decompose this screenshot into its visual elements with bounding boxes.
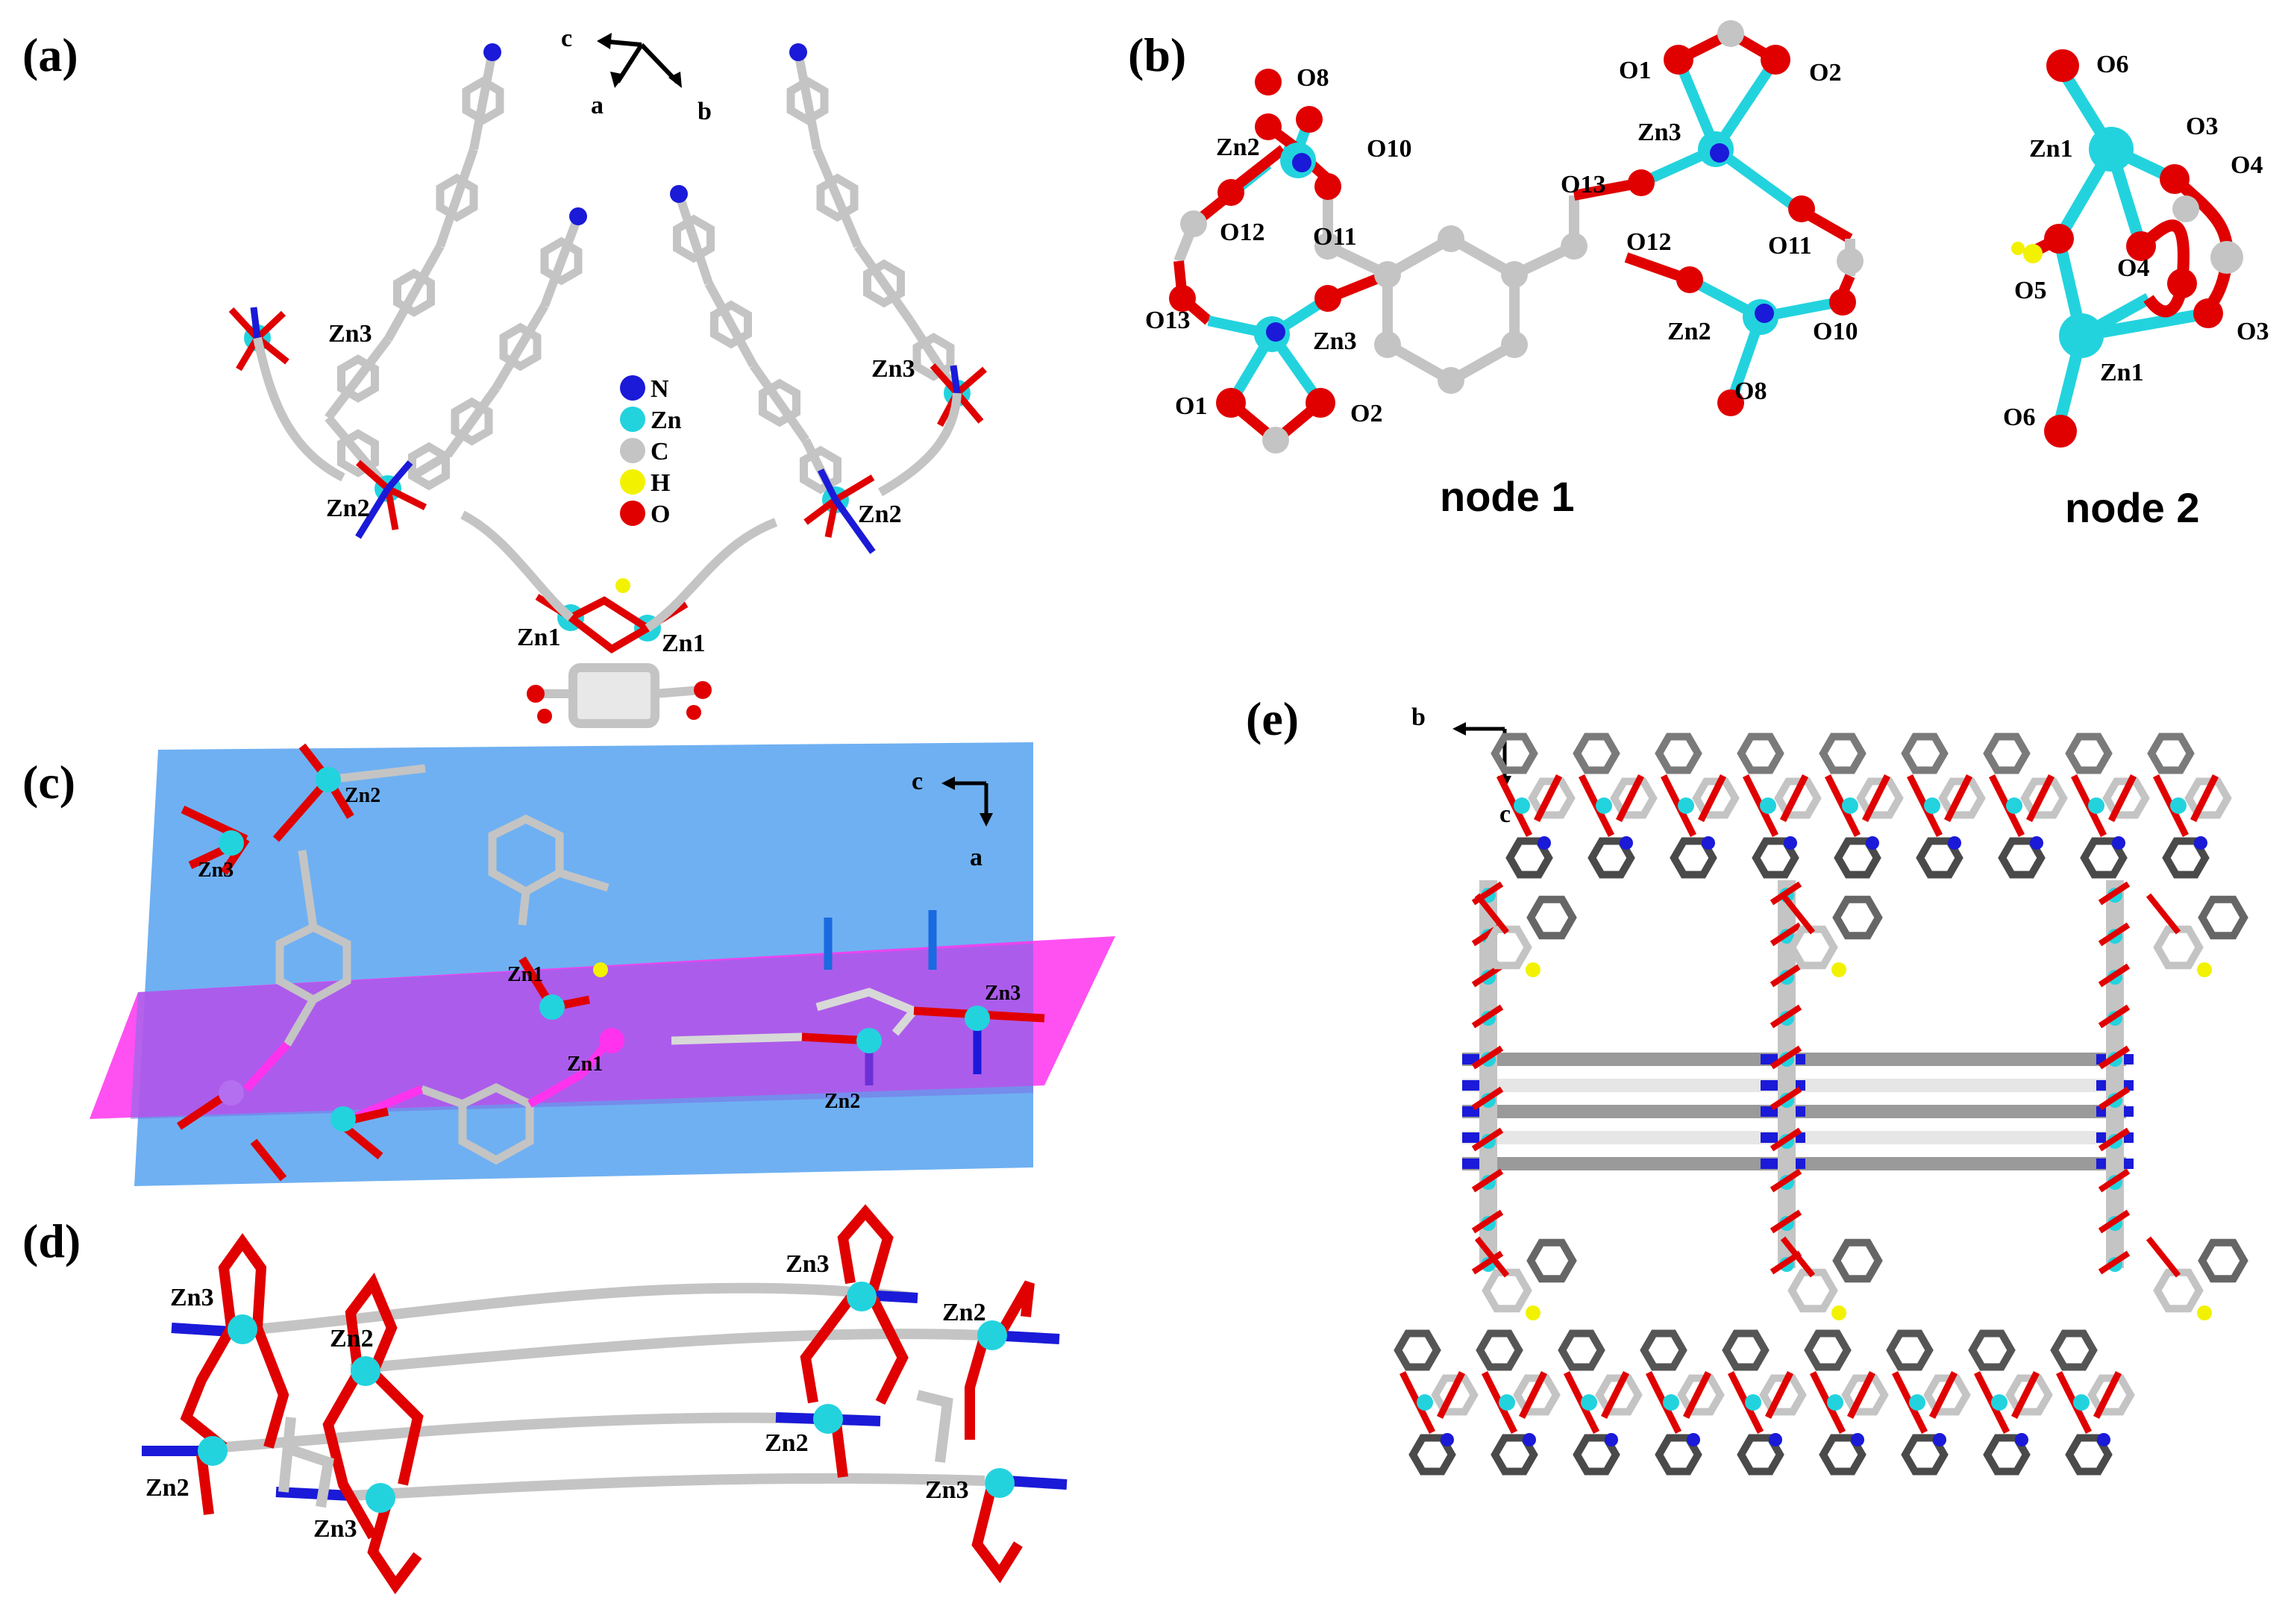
panel-c-label: (c) xyxy=(22,756,75,809)
panel-c-atom-zn1-lower: Zn1 xyxy=(567,1053,603,1076)
n1-o1-left: O1 xyxy=(1175,392,1207,420)
panel-a-ligand-chains xyxy=(325,43,962,502)
panel-a-axis-triad: c a b xyxy=(561,25,712,125)
panel-c-metals xyxy=(219,767,990,1132)
panel-c: (c) c a xyxy=(22,742,1115,1186)
node-1-title: node 1 xyxy=(1440,473,1574,520)
n1-o12-right: O12 xyxy=(1626,228,1671,256)
n2-o6-bottom: O6 xyxy=(2003,404,2035,431)
panel-a-atom-zn3-left: Zn3 xyxy=(328,320,372,348)
legend-zn: Zn xyxy=(651,407,682,434)
panel-e-framework xyxy=(1394,733,2248,1476)
panel-c-atom-zn2-top: Zn2 xyxy=(345,784,380,807)
n1-o11-left: O11 xyxy=(1313,223,1357,251)
panel-a-atom-zn1-left: Zn1 xyxy=(517,624,561,651)
node-1-structure xyxy=(1169,20,1864,454)
panel-d-atom-zn3-bl: Zn3 xyxy=(313,1515,357,1543)
n2-zn1-top: Zn1 xyxy=(2029,135,2073,163)
panel-d-atom-zn2-bl: Zn2 xyxy=(145,1474,189,1502)
legend-n: N xyxy=(651,375,669,403)
panel-a-axis-b: b xyxy=(698,98,712,125)
n2-o4-bottom: O4 xyxy=(2117,254,2149,282)
n2-o6-top: O6 xyxy=(2096,51,2128,78)
node-2-structure xyxy=(2011,49,2243,448)
n1-o10-top: O10 xyxy=(1367,135,1411,163)
panel-a-legend: N Zn C H O xyxy=(620,375,682,528)
panel-a-atom-zn1-right: Zn1 xyxy=(662,630,706,657)
panel-d-atom-zn2-tl: Zn2 xyxy=(330,1325,374,1352)
panel-d-label: (d) xyxy=(22,1214,81,1267)
panel-a-metal-centres xyxy=(228,307,987,728)
panel-a-atom-zn3-right: Zn3 xyxy=(871,355,915,383)
n2-o3-top: O3 xyxy=(2186,113,2218,140)
node-2-labels: O6 Zn1 O3 O4 O5 O4 O3 Zn1 O6 xyxy=(2003,51,2269,431)
blue-sphere-icon xyxy=(620,375,645,401)
panel-d-atom-zn2-tr: Zn2 xyxy=(942,1299,986,1326)
panel-a-axis-c: c xyxy=(561,25,572,52)
yellow-sphere-icon xyxy=(620,469,645,495)
panel-d: (d) xyxy=(22,1204,1068,1595)
n2-zn1-bottom: Zn1 xyxy=(2100,359,2144,386)
n1-o1-right: O1 xyxy=(1619,57,1651,84)
panel-c-atom-zn1-upper: Zn1 xyxy=(507,963,543,986)
panel-e-label: (e) xyxy=(1246,692,1299,745)
n1-o13-right: O13 xyxy=(1561,171,1605,198)
n2-o3-bottom: O3 xyxy=(2237,318,2269,345)
legend-c: C xyxy=(651,438,669,465)
n2-o4-top: O4 xyxy=(2231,151,2263,179)
legend-o: O xyxy=(651,501,670,528)
panel-e-axis: b c xyxy=(1411,703,1511,828)
n1-zn3-left: Zn3 xyxy=(1313,327,1357,355)
panel-c-axis-c: c xyxy=(912,768,923,795)
panel-c-atom-zn2-right: Zn2 xyxy=(824,1090,860,1113)
red-sphere-icon xyxy=(620,501,645,526)
n1-zn3-right: Zn3 xyxy=(1637,119,1681,146)
n1-o11-right: O11 xyxy=(1768,232,1812,260)
panel-b-label: (b) xyxy=(1128,28,1186,81)
panel-c-axis-a: a xyxy=(970,844,982,871)
n1-zn2-right: Zn2 xyxy=(1667,318,1711,345)
panel-c-axis: c a xyxy=(912,768,993,871)
n1-o8-top: O8 xyxy=(1297,64,1329,92)
panel-d-atom-zn3-tl: Zn3 xyxy=(170,1284,214,1311)
n1-o8-bottom: O8 xyxy=(1734,377,1767,405)
node-1-labels: O8 Zn2 O10 O12 O11 O13 Zn3 O1 O2 O1 O2 Z… xyxy=(1145,57,1858,427)
node-2-title: node 2 xyxy=(2065,484,2199,531)
panel-c-atom-zn3-right: Zn3 xyxy=(985,982,1021,1005)
n1-zn2-top: Zn2 xyxy=(1216,134,1260,161)
n1-o2-right: O2 xyxy=(1809,59,1841,87)
panel-d-stacks xyxy=(142,1204,1068,1595)
n1-o2-left: O2 xyxy=(1350,400,1382,427)
panel-d-atom-zn3-tr: Zn3 xyxy=(786,1250,830,1278)
panel-a-axis-a: a xyxy=(591,92,604,119)
panel-d-metals xyxy=(198,1282,1015,1513)
panel-e-axis-c: c xyxy=(1499,800,1511,828)
panel-e: (e) b c xyxy=(1246,692,2248,1476)
panel-a: (a) c a b N Zn C H O xyxy=(22,25,987,728)
n1-o13-left: O13 xyxy=(1145,307,1190,334)
panel-d-atom-zn2-br: Zn2 xyxy=(765,1429,809,1457)
panel-e-axis-b: b xyxy=(1411,703,1426,731)
n2-o5: O5 xyxy=(2014,277,2046,304)
gray-sphere-icon xyxy=(620,438,645,463)
legend-h: H xyxy=(651,469,670,497)
panel-b: (b) xyxy=(1128,20,2269,531)
panel-c-atom-zn3-left: Zn3 xyxy=(198,859,233,882)
n1-o12-left: O12 xyxy=(1220,219,1264,246)
panel-a-atom-zn2-left: Zn2 xyxy=(326,495,370,522)
panel-a-atom-zn2-right: Zn2 xyxy=(858,501,902,528)
panel-d-atom-zn3-br: Zn3 xyxy=(925,1476,969,1504)
panel-a-label: (a) xyxy=(22,28,78,81)
n1-o10-right: O10 xyxy=(1813,318,1858,345)
cyan-sphere-icon xyxy=(620,407,645,432)
